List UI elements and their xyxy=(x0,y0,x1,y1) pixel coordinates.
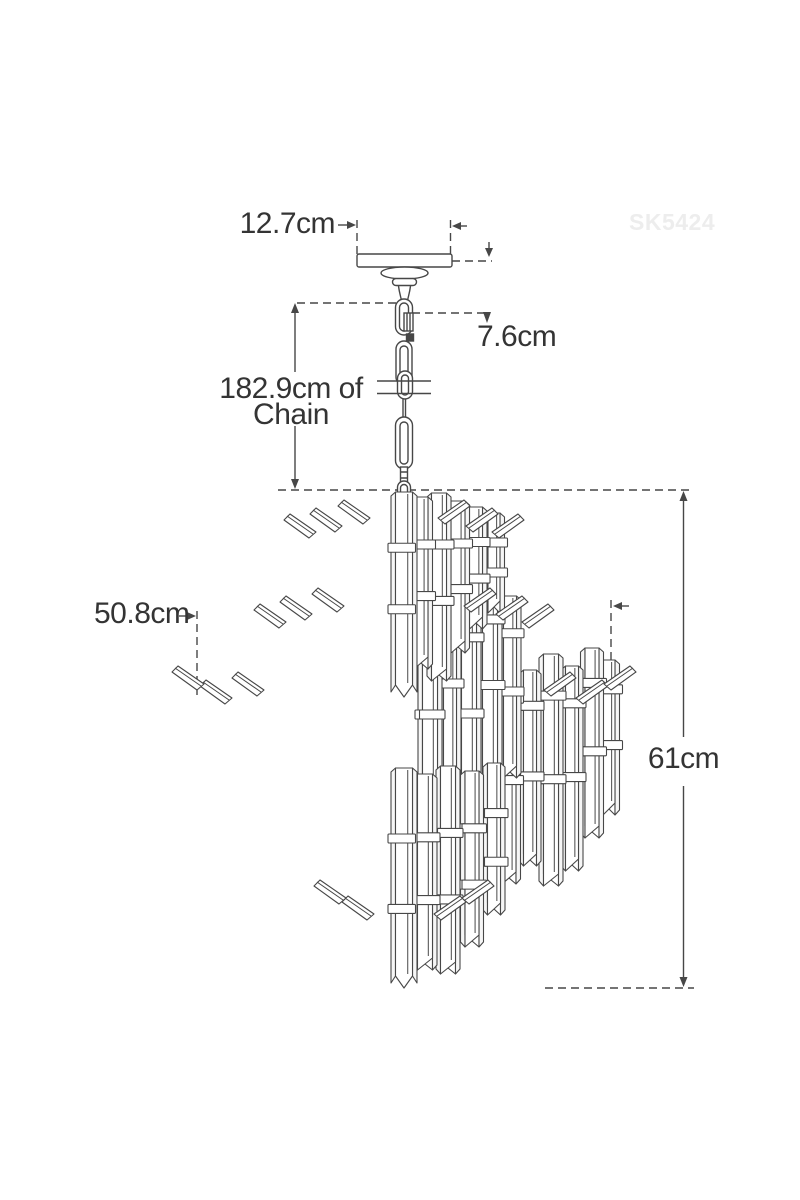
canopy-width-label: 12.7cm xyxy=(239,207,336,240)
chain xyxy=(377,298,431,500)
chain-length-label-line2: Chain xyxy=(253,398,329,431)
watermark-product-code: SK5424 xyxy=(629,209,716,235)
hang-drop-label: 7.6cm xyxy=(477,320,557,353)
chain-length-label-line1: 182.9cm of xyxy=(219,372,363,405)
canopy xyxy=(356,253,453,302)
chain-length-label: 182.9cm of Chain xyxy=(206,372,376,431)
dimension-arrowheads xyxy=(187,221,688,987)
fixture-height-label: 61cm xyxy=(647,742,720,775)
chandelier-body xyxy=(171,491,637,989)
fixture-width-label: 50.8cm xyxy=(94,597,190,630)
